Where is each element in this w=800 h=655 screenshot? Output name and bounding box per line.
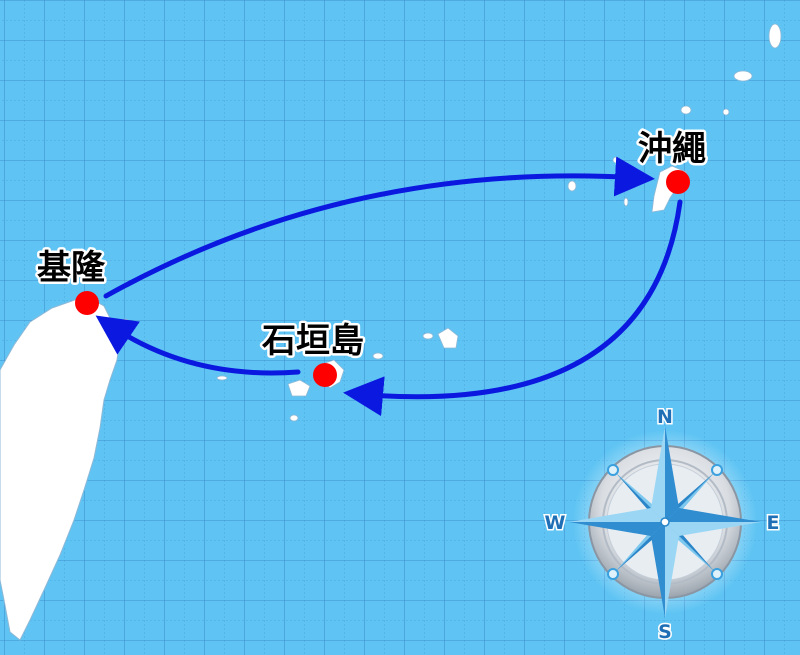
islet (612, 156, 620, 164)
islet (422, 332, 434, 340)
compass-rose-icon: N E S W (543, 405, 781, 645)
islet (289, 414, 299, 422)
compass-east-label: E (767, 512, 780, 534)
islet (120, 318, 130, 326)
islet (372, 352, 384, 360)
compass-north-label: N (657, 406, 673, 428)
port-marker-keelung[interactable] (75, 291, 99, 315)
compass-ring-studs (607, 464, 723, 580)
islet (733, 70, 753, 82)
miyako-island (437, 327, 459, 349)
port-marker-okinawa[interactable] (666, 170, 690, 194)
port-label-ishigaki: 石垣島 (261, 321, 364, 361)
route-keelung-okinawa (103, 156, 655, 299)
iriomote-island (287, 379, 311, 397)
islet (680, 105, 692, 115)
compass-west-label: W (545, 512, 566, 534)
islet (722, 108, 730, 116)
route-ishigaki-keelung (95, 315, 301, 376)
islet (216, 375, 228, 381)
port-marker-ishigaki[interactable] (313, 363, 337, 387)
islet (623, 197, 629, 207)
compass-south-label: S (658, 621, 672, 643)
islet (768, 23, 782, 49)
port-label-okinawa: 沖繩 (638, 129, 706, 169)
compass-cardinal-points (569, 426, 761, 618)
route-lines (95, 156, 683, 417)
route-okinawa-ishigaki (343, 199, 683, 417)
port-label-keelung: 基隆 (37, 248, 106, 288)
islet (567, 180, 577, 192)
